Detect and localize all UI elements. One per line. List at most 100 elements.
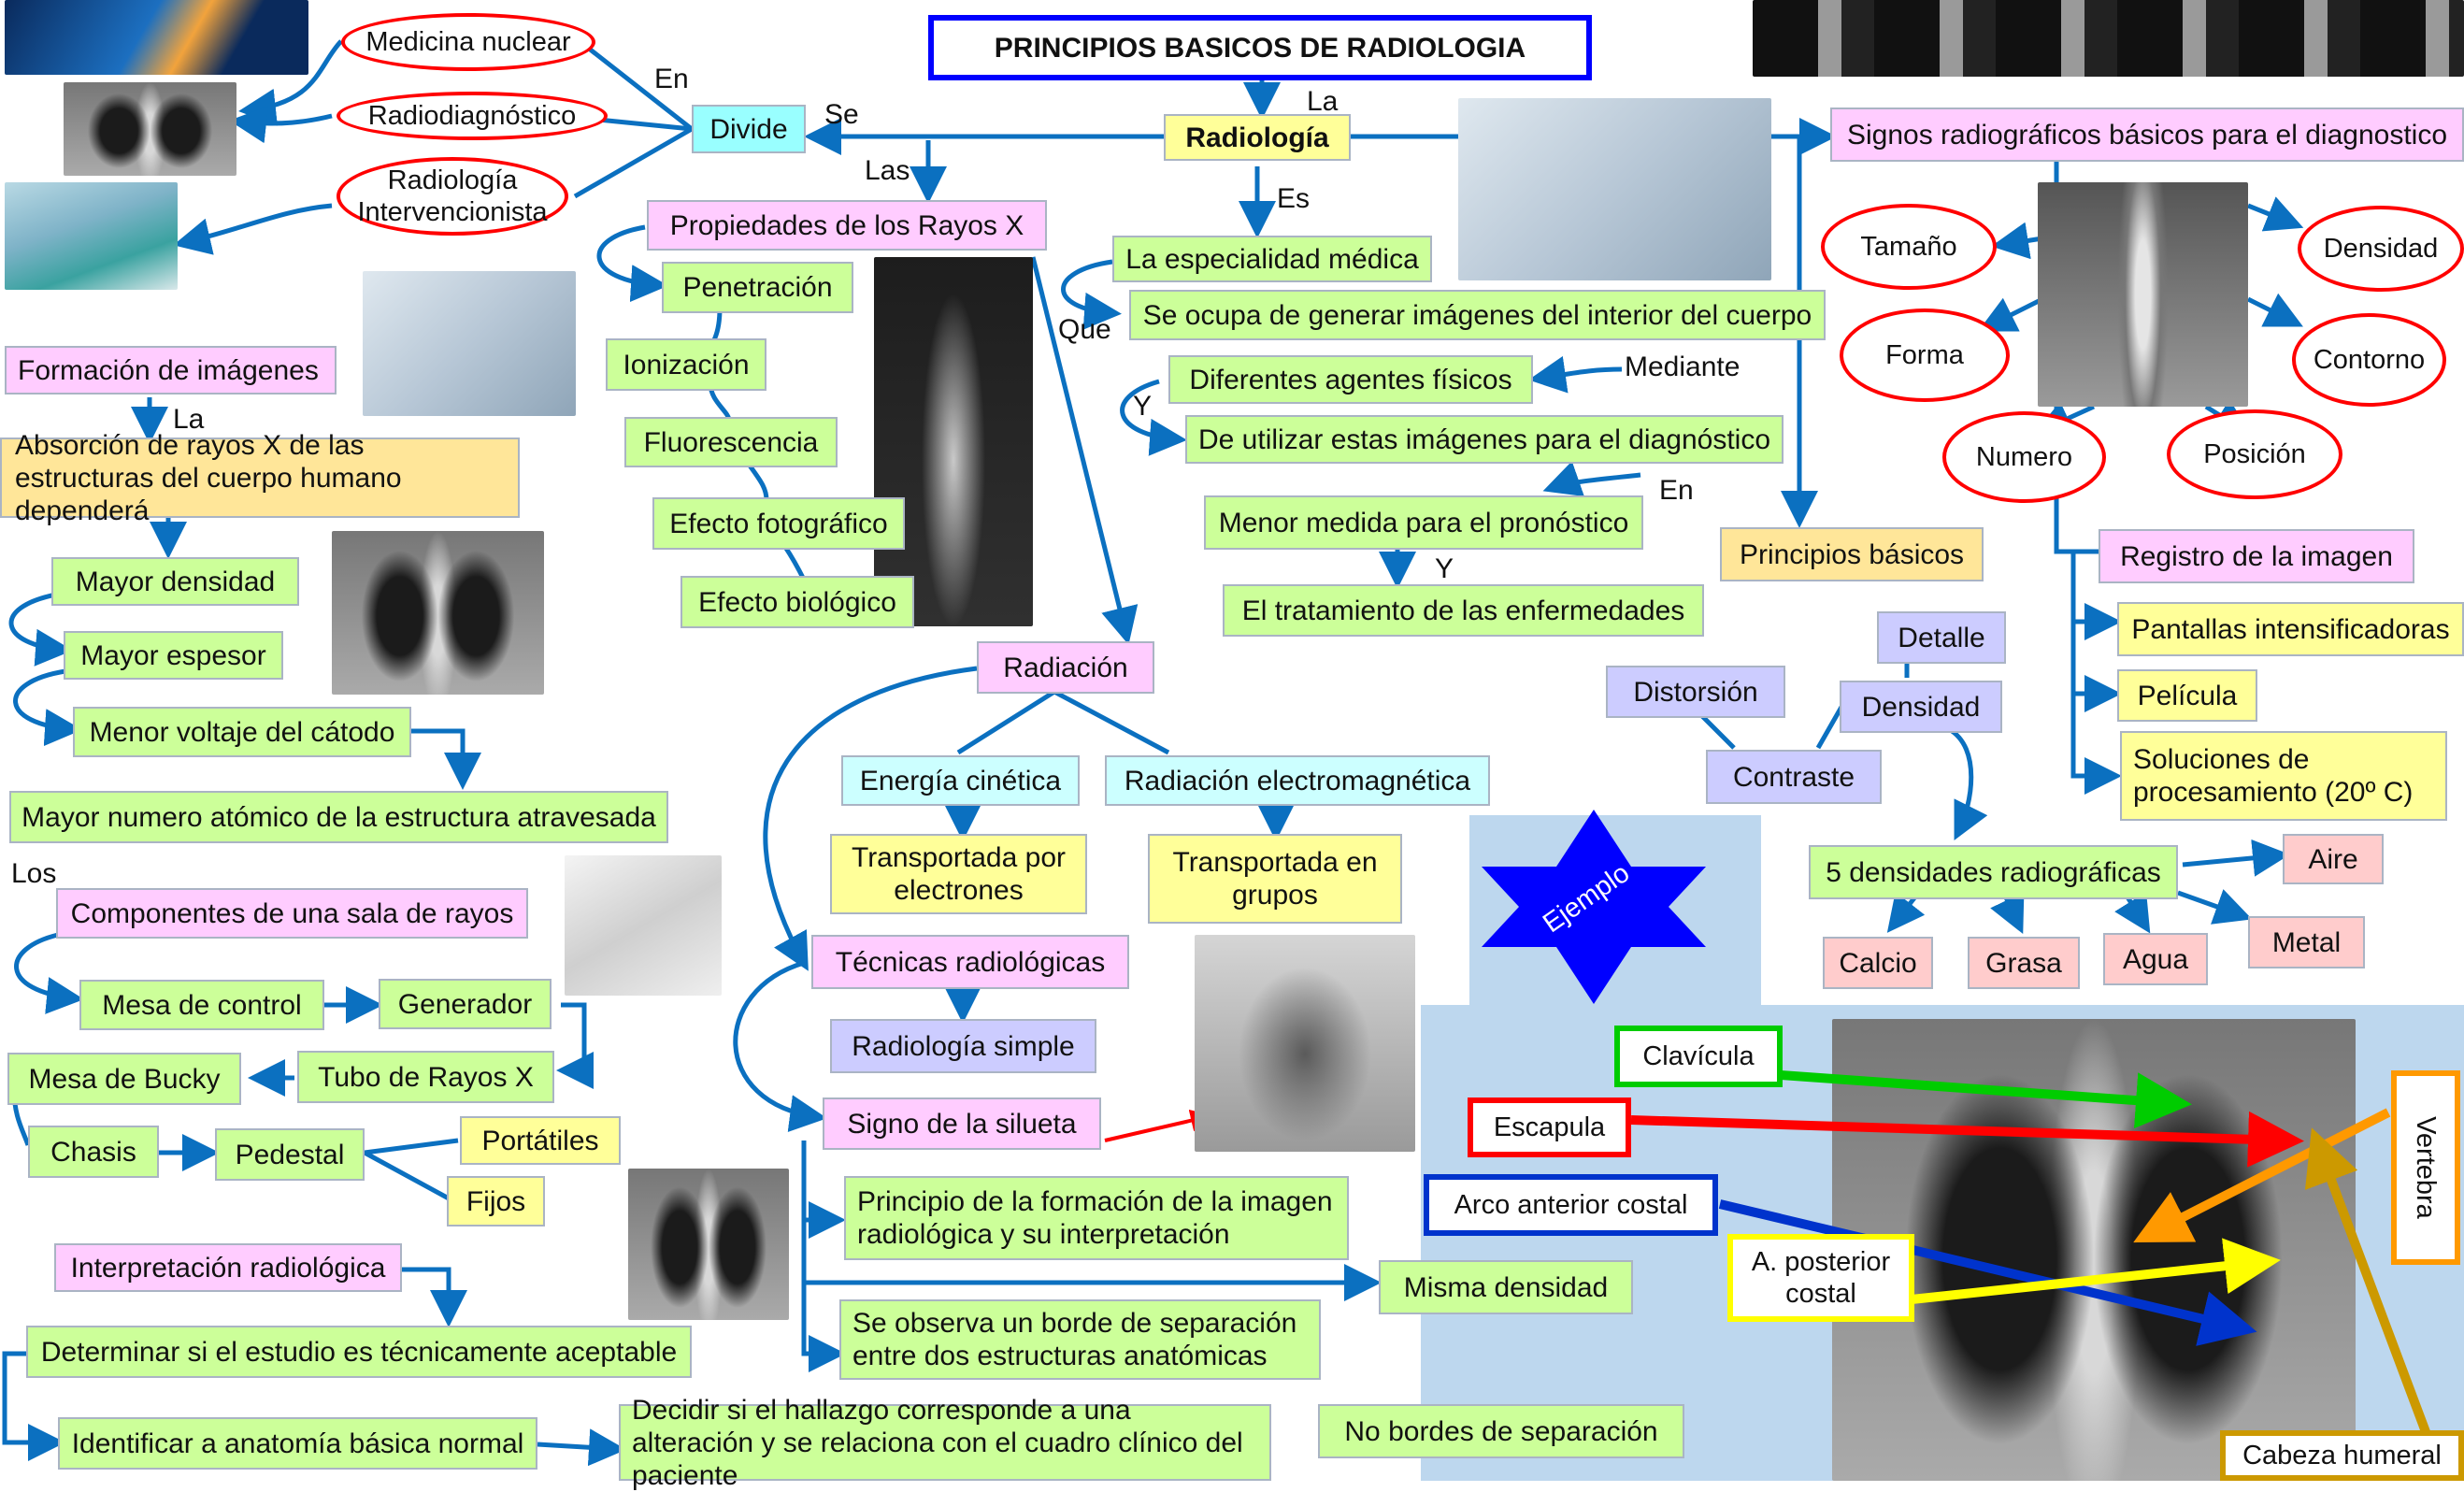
- abdominal-xray-image: [2038, 182, 2248, 407]
- operating-room-image: [5, 182, 178, 290]
- silueta-borde: Se observa un borde de separación entre …: [839, 1299, 1321, 1380]
- silhouette-xray-image: [1195, 935, 1415, 1152]
- tecnicas-radiologicas: Técnicas radiológicas: [811, 935, 1129, 989]
- propiedad-penetracion: Penetración: [662, 262, 853, 313]
- pantallas: Pantallas intensificadoras: [2117, 602, 2464, 656]
- cinco-densidades: 5 densidades radiográficas: [1809, 845, 2178, 899]
- registro-node: Registro de la imagen: [2099, 529, 2414, 583]
- label-vertebra: Vertebra: [2391, 1070, 2460, 1265]
- label-cabeza-humeral: Cabeza humeral: [2220, 1430, 2464, 1481]
- portatiles: Portátiles: [460, 1116, 621, 1165]
- especialidad-node: La especialidad médica: [1112, 236, 1432, 282]
- label-es: Es: [1277, 183, 1311, 214]
- doctor-with-xray-photo: [1458, 98, 1771, 280]
- menor-voltaje: Menor voltaje del cátodo: [73, 707, 411, 757]
- signos-node: Signos radiográficos básicos para el dia…: [1830, 108, 2464, 162]
- label-y2: Y: [1435, 553, 1454, 584]
- transportada-electrones: Transportada por electrones: [830, 834, 1087, 914]
- misma-densidad: Misma densidad: [1379, 1260, 1633, 1314]
- chest-xray-image-2: [332, 531, 544, 695]
- densidad-calcio: Calcio: [1823, 937, 1933, 989]
- radiacion-electromagnetica: Radiación electromagnética: [1105, 755, 1490, 806]
- chest-xray-image: [64, 82, 236, 176]
- label-posterior-costal: A. posterior costal: [1727, 1234, 1914, 1322]
- label-escapula: Escapula: [1468, 1097, 1631, 1157]
- doctors-photo: [363, 271, 576, 416]
- signo-numero: Numero: [1942, 411, 2106, 503]
- label-las: Las: [865, 155, 910, 186]
- tubo-rayos-x: Tubo de Rayos X: [297, 1051, 554, 1103]
- transportada-grupos: Transportada en grupos: [1148, 834, 1402, 924]
- label-los: Los: [11, 858, 57, 889]
- distorsion: Distorsión: [1606, 666, 1785, 718]
- label-vertebra-text: Vertebra: [2411, 1116, 2442, 1219]
- chasis: Chasis: [28, 1126, 159, 1178]
- mayor-densidad: Mayor densidad: [51, 557, 299, 606]
- signo-tamano: Tamaño: [1821, 204, 1997, 290]
- pelicula: Película: [2117, 669, 2257, 722]
- densidad-aire: Aire: [2283, 834, 2384, 884]
- densidad-grasa: Grasa: [1968, 937, 2080, 989]
- division-radiodiagnostico: Radiodiagnóstico: [337, 92, 608, 140]
- label-clavicula: Clavícula: [1614, 1026, 1783, 1087]
- detalle: Detalle: [1877, 611, 2006, 664]
- hand-xray-image: [874, 257, 1033, 626]
- hands-xray-strip: [1753, 0, 2464, 77]
- label-en: En: [654, 64, 689, 94]
- tratamiento-node: El tratamiento de las enfermedades: [1223, 584, 1704, 637]
- pronostico-node: Menor medida para el pronóstico: [1204, 495, 1643, 550]
- componentes-node: Componentes de una sala de rayos: [56, 888, 528, 939]
- identificar-node: Identificar a anatomía básica normal: [58, 1417, 537, 1470]
- xray-room-image: [565, 855, 722, 996]
- mayor-numero-atomico: Mayor numero atómico de la estructura at…: [9, 791, 668, 843]
- energia-cinetica: Energía cinética: [841, 755, 1080, 806]
- signo-contorno: Contorno: [2292, 313, 2446, 407]
- densidad-agua: Agua: [2103, 933, 2208, 985]
- label-arco-costal: Arco anterior costal: [1424, 1174, 1718, 1236]
- division-medicina-nuclear: Medicina nuclear: [341, 13, 595, 71]
- propiedad-fluorescencia: Fluorescencia: [624, 417, 838, 467]
- label-se: Se: [824, 99, 859, 130]
- label-en2: En: [1659, 475, 1694, 506]
- signo-forma: Forma: [1840, 308, 2010, 402]
- propiedad-ionizacion: Ionización: [606, 338, 766, 391]
- propiedad-fotografico: Efecto fotográfico: [652, 497, 905, 550]
- nuclear-medicine-image: [5, 0, 308, 75]
- mesa-control: Mesa de control: [79, 980, 324, 1030]
- radiologia-simple: Radiología simple: [830, 1019, 1096, 1073]
- se-ocupa-node: Se ocupa de generar imágenes del interio…: [1129, 290, 1826, 340]
- soluciones: Soluciones de procesamiento (20º C): [2120, 731, 2447, 821]
- page-title: PRINCIPIOS BASICOS DE RADIOLOGIA: [928, 15, 1592, 80]
- principios-basicos: Principios básicos: [1720, 527, 1984, 581]
- propiedades-node: Propiedades de los Rayos X: [647, 200, 1047, 251]
- division-intervencionista: Radiología Intervencionista: [337, 157, 568, 236]
- generador: Generador: [379, 979, 552, 1029]
- mesa-bucky: Mesa de Bucky: [7, 1053, 241, 1105]
- densidad-principio: Densidad: [1840, 681, 2002, 733]
- utilizar-node: De utilizar estas imágenes para el diagn…: [1185, 415, 1784, 464]
- agentes-node: Diferentes agentes físicos: [1168, 355, 1533, 404]
- radiologia-node: Radiología: [1164, 114, 1351, 161]
- label-que: Que: [1058, 314, 1111, 345]
- label-mediante: Mediante: [1625, 351, 1741, 382]
- chest-xray-image-3: [628, 1169, 789, 1320]
- label-y1: Y: [1133, 391, 1153, 422]
- example-star: [1482, 810, 1706, 1004]
- signo-silueta: Signo de la silueta: [823, 1097, 1101, 1150]
- decidir-node: Decidir si el hallazgo corresponde a una…: [619, 1395, 1271, 1491]
- interpretacion-node: Interpretación radiológica: [54, 1243, 402, 1292]
- determinar-node: Determinar si el estudio es técnicamente…: [26, 1326, 692, 1378]
- densidad-metal: Metal: [2248, 916, 2365, 968]
- contraste: Contraste: [1706, 750, 1882, 804]
- divide-node: Divide: [692, 105, 806, 153]
- label-la-formacion: La: [173, 404, 205, 435]
- no-bordes: No bordes de separación: [1318, 1404, 1684, 1458]
- label-la: La: [1307, 86, 1339, 117]
- propiedad-biologico: Efecto biológico: [680, 576, 914, 628]
- mayor-espesor: Mayor espesor: [64, 631, 283, 680]
- formacion-node: Formación de imágenes: [5, 346, 337, 395]
- radiacion-node: Radiación: [977, 641, 1154, 694]
- fijos: Fijos: [447, 1176, 545, 1227]
- silueta-principio: Principio de la formación de la imagen r…: [844, 1176, 1349, 1260]
